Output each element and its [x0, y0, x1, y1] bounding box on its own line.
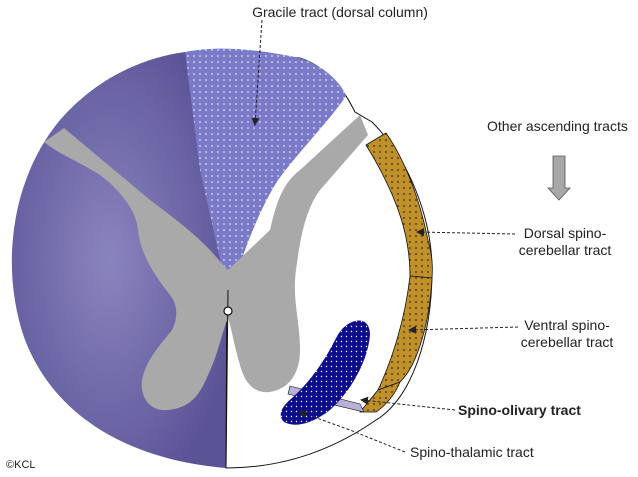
gracile-leader [251, 19, 263, 126]
other-ascending-label: Other ascending tracts [487, 118, 628, 134]
ventral-spino-leader [408, 325, 519, 334]
gracile-label: Gracile tract (dorsal column) [252, 4, 428, 20]
spino-olivary-label: Spino-olivary tract [458, 402, 581, 418]
ventral-spino-label-2: cerebellar tract [520, 334, 614, 350]
spino-thalamic-label: Spino-thalamic tract [410, 444, 534, 460]
ventral-spino-label-1: Ventral spino- [524, 317, 610, 333]
dorsal-spino-label-1: Dorsal spino- [523, 225, 607, 241]
gray-matter [44, 115, 368, 411]
spino-olivary-leader [360, 396, 456, 411]
dorsal-spino-label-2: cerebellar tract [518, 242, 612, 258]
down-arrow-icon [547, 155, 571, 201]
dorsal-spino-leader [416, 228, 516, 237]
central-canal [223, 306, 233, 316]
copyright-label: ©KCL [6, 459, 36, 471]
midline [225, 289, 229, 469]
